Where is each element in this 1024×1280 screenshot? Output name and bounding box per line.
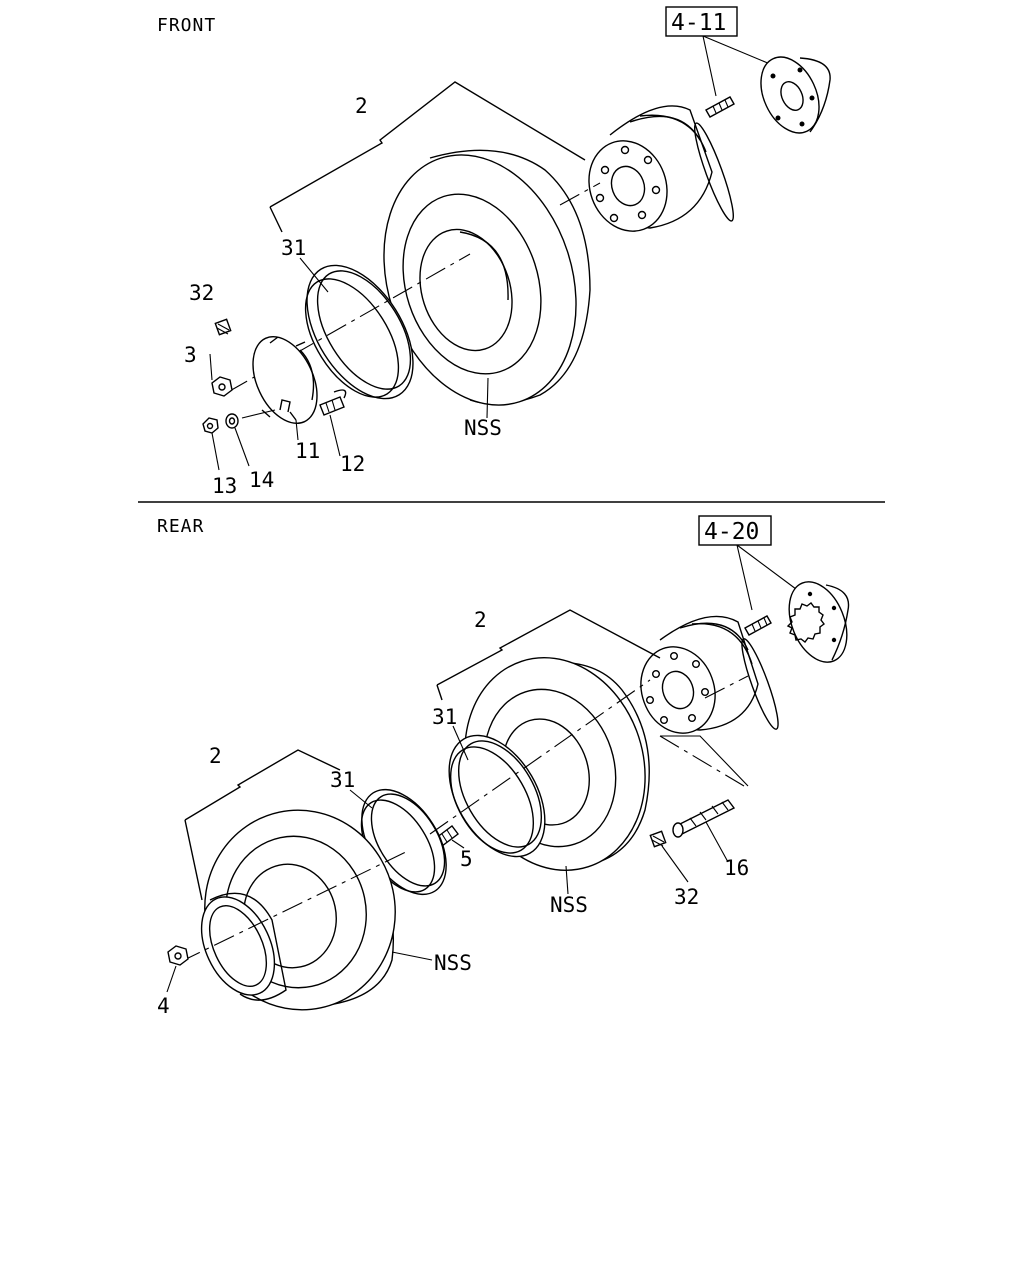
rear-label-5: 5: [460, 847, 473, 871]
front-section: FRONT 4-11: [157, 6, 831, 498]
rear-section-title: REAR: [157, 516, 204, 537]
rear-hub: [786, 581, 850, 663]
rear-label-outer-31: 31: [330, 768, 355, 792]
front-label-32: 32: [189, 281, 214, 305]
rear-label-32: 32: [674, 885, 699, 909]
rear-inner-bracket: [436, 609, 661, 686]
rear-section: REAR 4-20: [157, 515, 850, 1018]
rear-valve-extension: [672, 799, 736, 838]
front-label-3: 3: [184, 343, 197, 367]
front-washer: [225, 413, 239, 429]
rear-axis-line: [179, 675, 749, 963]
rear-inner-rim: [640, 615, 779, 734]
rear-inner-ring: [448, 734, 546, 858]
rear-leader-4: [166, 965, 177, 993]
rear-label-4: 4: [157, 994, 170, 1018]
front-wheel-stud: [705, 96, 735, 118]
rear-label-outer-nss: NSS: [434, 951, 472, 975]
rear-wheel-stud: [744, 615, 772, 636]
rear-wheel-nut: [167, 945, 189, 966]
front-tire: [383, 149, 591, 406]
front-label-2: 2: [355, 94, 368, 118]
front-leader-cover: [241, 409, 276, 419]
rear-valve-axis: [659, 735, 745, 787]
front-label-11: 11: [295, 439, 320, 463]
front-retaining-ring: [304, 264, 414, 400]
rear-leader-outer-31: [349, 789, 373, 809]
rear-ref-leader: [736, 544, 801, 611]
front-ref-label: 4-11: [671, 10, 726, 36]
rear-leader-32: [661, 845, 689, 883]
rear-outer-bracket: [184, 749, 341, 821]
front-leader-13: [211, 432, 220, 471]
rear-label-inner-31: 31: [432, 705, 457, 729]
front-assembly-bracket: [269, 81, 586, 208]
front-leader-3: [209, 353, 213, 381]
front-hub: [760, 56, 831, 134]
rear-ref-box[interactable]: 4-20: [698, 515, 772, 546]
rear-leader-16: [705, 821, 729, 863]
rear-outer-rim: [200, 892, 287, 1001]
rear-outer-bracket-stem: [184, 819, 203, 901]
rear-label-inner-2: 2: [474, 608, 487, 632]
front-ref-box[interactable]: 4-11: [665, 6, 738, 37]
rear-valve-cap: [649, 830, 667, 848]
rear-leader-5: [451, 839, 465, 849]
rear-inner-bracket-stem: [436, 684, 443, 701]
rear-label-16: 16: [724, 856, 749, 880]
rear-leader-inner-nss: [565, 865, 569, 895]
front-leader-12: [329, 414, 341, 457]
front-bolt: [319, 389, 347, 416]
front-leader-14: [234, 427, 250, 467]
front-hub-cover: [252, 335, 318, 425]
front-ref-leader: [702, 35, 771, 97]
front-wheel-rim: [588, 105, 735, 232]
front-label-31: 31: [281, 236, 306, 260]
front-small-nut: [202, 417, 219, 434]
rear-leader-inner-31: [452, 725, 469, 761]
front-leader-11: [295, 419, 299, 441]
front-label-14: 14: [249, 468, 274, 492]
front-bracket-stem: [269, 206, 283, 233]
front-wheel-nut: [211, 376, 233, 397]
front-label-nss: NSS: [464, 416, 502, 440]
front-section-title: FRONT: [157, 15, 216, 36]
front-leader-31: [299, 257, 329, 293]
front-valve-cap: [214, 318, 232, 336]
rear-label-outer-2: 2: [209, 744, 222, 768]
front-label-13: 13: [212, 474, 237, 498]
rear-ref-label: 4-20: [704, 519, 759, 545]
front-leader-nss: [486, 377, 489, 419]
front-label-12: 12: [340, 452, 365, 476]
rear-label-inner-nss: NSS: [550, 893, 588, 917]
rear-valve-bracket: [660, 735, 749, 787]
rear-leader-outer-nss: [391, 951, 433, 961]
